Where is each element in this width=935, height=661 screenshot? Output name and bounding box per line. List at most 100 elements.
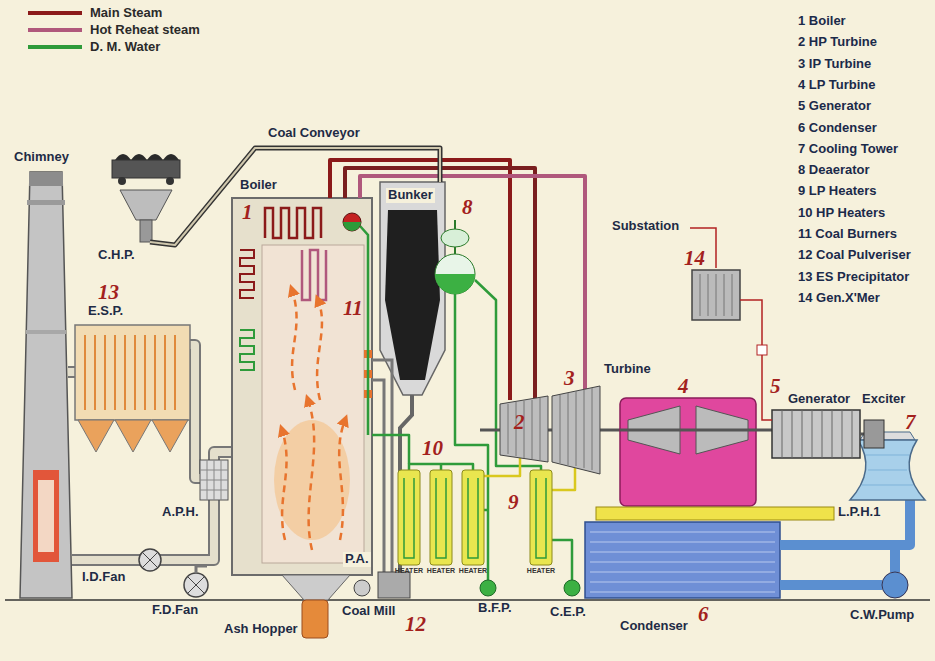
part-label: Bunker: [386, 188, 435, 203]
callout-number: 11: [343, 296, 363, 320]
id-fan: [142, 552, 158, 568]
boiler: [240, 250, 254, 298]
generator-transformer: [757, 345, 767, 355]
cooling-tower: [862, 455, 913, 485]
feed-pumps: [480, 580, 580, 596]
generator: [772, 410, 860, 458]
coal-handling-plant: [120, 190, 172, 220]
legend-item: Hot Reheat steam: [26, 23, 200, 38]
callout-number: 6: [698, 602, 709, 626]
es-precipitator: [152, 420, 188, 452]
part-label: Substation: [610, 219, 681, 234]
es-precipitator: [78, 420, 114, 452]
flue-duct: [68, 366, 75, 378]
boiler: [282, 430, 287, 540]
extraction-pipes: [552, 468, 575, 490]
boiler: [343, 213, 361, 231]
coal-mill: [354, 580, 370, 596]
steam-pipes: [330, 160, 585, 400]
air-preheater: [200, 460, 228, 500]
bunker: [380, 182, 445, 395]
chimney: [38, 480, 54, 552]
es-precipitator: [75, 325, 190, 420]
ash-hopper: [302, 600, 328, 638]
lp-heater: [530, 470, 552, 565]
boiler: [265, 208, 321, 238]
coal-conveyor: [150, 148, 440, 245]
part-label: Turbine: [602, 362, 653, 377]
condenser: [590, 532, 775, 592]
boiler: [308, 400, 314, 550]
part-label: I.D.Fan: [80, 570, 127, 585]
deaerator: [454, 247, 456, 254]
air-preheater: [200, 460, 228, 500]
part-label: Coal Conveyor: [266, 126, 362, 141]
callout-number: 7: [905, 410, 916, 434]
water-pipes: [484, 509, 488, 512]
hp-heaters: [398, 470, 484, 565]
hp-heaters: [430, 470, 452, 565]
id-fan: [139, 549, 161, 571]
key-item: 7 Cooling Tower: [798, 142, 898, 157]
legend-line: [26, 7, 84, 19]
legend-item: Main Steam: [26, 6, 162, 21]
flue-duct: [68, 368, 75, 376]
boiler: [240, 330, 254, 370]
es-precipitator: [85, 335, 175, 410]
legend-item: D. M. Water: [26, 40, 160, 55]
water-pipes: [372, 435, 409, 464]
deaerator: [435, 220, 475, 294]
key-item: 4 LP Turbine: [798, 78, 876, 93]
generator: [864, 420, 884, 448]
cooling-tower: [850, 440, 925, 500]
part-label: Ash Hopper: [222, 622, 300, 637]
callout-number: 14: [684, 246, 705, 270]
chimney: [26, 330, 66, 334]
callout-number: 12: [405, 612, 426, 636]
turbine: [560, 388, 592, 470]
part-label: L.P.H.1: [836, 505, 882, 520]
extraction-pipes: [484, 458, 520, 476]
boiler: [317, 300, 322, 400]
fd-fan: [187, 576, 205, 594]
part-label: B.F.P.: [476, 601, 514, 616]
es-precipitator: [115, 420, 151, 452]
ash-hopper: [282, 575, 350, 600]
callout-number: 3: [564, 366, 575, 390]
fd-fan: [184, 566, 208, 597]
callout-number: 8: [462, 195, 473, 219]
turbine: [500, 396, 548, 462]
lp-heater-bar: [596, 507, 834, 520]
lp-heater: [536, 478, 546, 558]
turbine: [620, 398, 756, 506]
part-label: A.P.H.: [160, 505, 201, 520]
legend-text: D. M. Water: [90, 40, 160, 55]
key-item: 14 Gen.X'Mer: [798, 291, 880, 306]
bunker: [385, 210, 440, 380]
legend-text: Hot Reheat steam: [90, 23, 200, 38]
part-label: Generator: [786, 392, 852, 407]
generator: [772, 410, 884, 458]
part-label: P.A.: [343, 552, 371, 567]
cooling-water-pipes: [780, 580, 882, 590]
generator-transformer: [700, 274, 732, 316]
lp-heater-bar: [596, 507, 834, 520]
coal-conveyor: [150, 148, 440, 245]
heater-label: HEATER: [426, 567, 456, 575]
key-item: 9 LP Heaters: [798, 184, 877, 199]
chimney: [20, 172, 72, 598]
coal-conveyor: [150, 148, 440, 245]
key-item: 5 Generator: [798, 99, 871, 114]
flue-duct: [214, 452, 232, 460]
part-label: Chimney: [12, 150, 71, 165]
key-item: 6 Condenser: [798, 121, 877, 136]
generator-transformer: [692, 270, 740, 320]
steam-pipes: [360, 176, 585, 389]
boiler: [262, 245, 364, 563]
part-label: F.D.Fan: [150, 603, 200, 618]
part-label: C.H.P.: [96, 248, 137, 263]
deaerator: [435, 254, 475, 294]
